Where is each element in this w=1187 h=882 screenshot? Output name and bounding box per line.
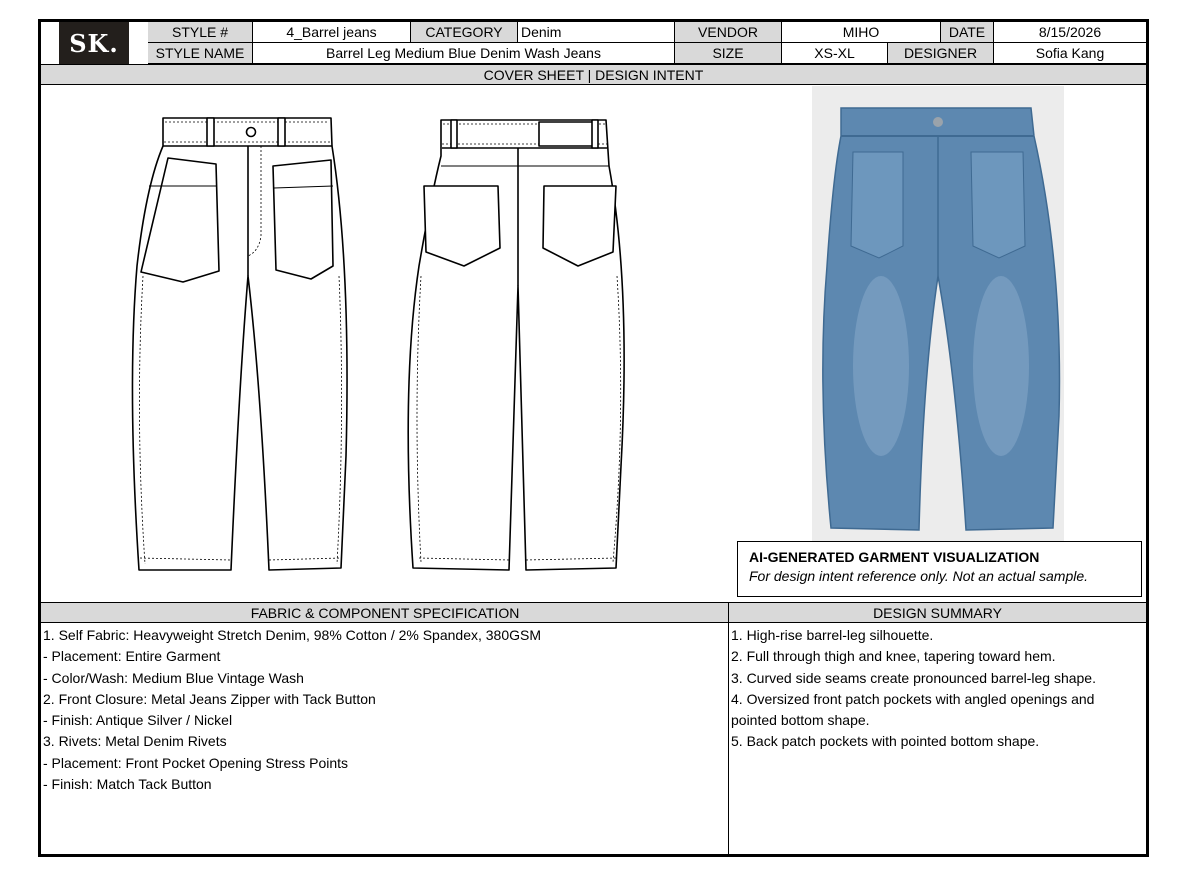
fabric-spec-line: - Placement: Entire Garment (43, 648, 221, 665)
fabric-spec-line: - Placement: Front Pocket Opening Stress… (43, 754, 349, 771)
garment-visualization-image (812, 86, 1064, 541)
design-summary-line: pointed bottom shape. (731, 712, 870, 729)
style-number-label: STYLE # (148, 22, 253, 43)
fabric-spec-line: 3. Rivets: Metal Denim Rivets (43, 733, 227, 750)
category-value: Denim (518, 22, 675, 43)
ai-visualization-caption: AI-GENERATED GARMENT VISUALIZATION For d… (737, 541, 1142, 597)
style-name-value: Barrel Leg Medium Blue Denim Wash Jeans (253, 43, 675, 64)
design-summary-line: 5. Back patch pockets with pointed botto… (731, 733, 1040, 750)
fabric-spec-line: - Finish: Match Tack Button (43, 776, 212, 793)
style-number-value: 4_Barrel jeans (253, 22, 411, 43)
design-summary-line: 2. Full through thigh and knee, tapering… (731, 648, 1056, 665)
category-label: CATEGORY (411, 22, 518, 43)
ai-visualization-note: For design intent reference only. Not an… (749, 568, 1089, 584)
designer-value: Sofia Kang (994, 43, 1146, 64)
style-name-label: STYLE NAME (148, 43, 253, 64)
design-summary-heading: DESIGN SUMMARY (729, 602, 1146, 623)
vendor-label: VENDOR (675, 22, 782, 43)
design-summary-line: 4. Oversized front patch pockets with an… (731, 690, 1095, 707)
size-value: XS-XL (782, 43, 888, 64)
ai-visualization-title: AI-GENERATED GARMENT VISUALIZATION (749, 549, 1040, 565)
fabric-spec-line: 1. Self Fabric: Heavyweight Stretch Deni… (43, 627, 542, 643)
fabric-spec-list: 1. Self Fabric: Heavyweight Stretch Deni… (43, 625, 541, 795)
design-summary-line: 1. High-rise barrel-leg silhouette. (731, 627, 934, 643)
designer-label: DESIGNER (888, 43, 994, 64)
size-label: SIZE (675, 43, 782, 64)
date-value: 8/15/2026 (994, 22, 1146, 43)
date-label: DATE (941, 22, 994, 43)
sketch-area (41, 86, 1146, 600)
column-divider (728, 602, 729, 854)
design-summary-list: 1. High-rise barrel-leg silhouette. 2. F… (731, 625, 1096, 753)
back-flat-sketch (407, 119, 625, 571)
fabric-spec-line: - Finish: Antique Silver / Nickel (43, 712, 233, 729)
brand-logo: SK. (59, 22, 129, 64)
front-flat-sketch (131, 117, 348, 571)
fabric-spec-line: - Color/Wash: Medium Blue Vintage Wash (43, 669, 304, 686)
vendor-value: MIHO (782, 22, 941, 43)
tech-pack-sheet: SK. STYLE # 4_Barrel jeans CATEGORY Deni… (38, 19, 1149, 857)
design-summary-line: 3. Curved side seams create pronounced b… (731, 669, 1096, 686)
header-grid: SK. STYLE # 4_Barrel jeans CATEGORY Deni… (41, 22, 1146, 64)
fabric-spec-heading: FABRIC & COMPONENT SPECIFICATION (41, 602, 729, 623)
cover-sheet-band: COVER SHEET | DESIGN INTENT (41, 64, 1146, 85)
fabric-spec-line: 2. Front Closure: Metal Jeans Zipper wit… (43, 690, 376, 707)
